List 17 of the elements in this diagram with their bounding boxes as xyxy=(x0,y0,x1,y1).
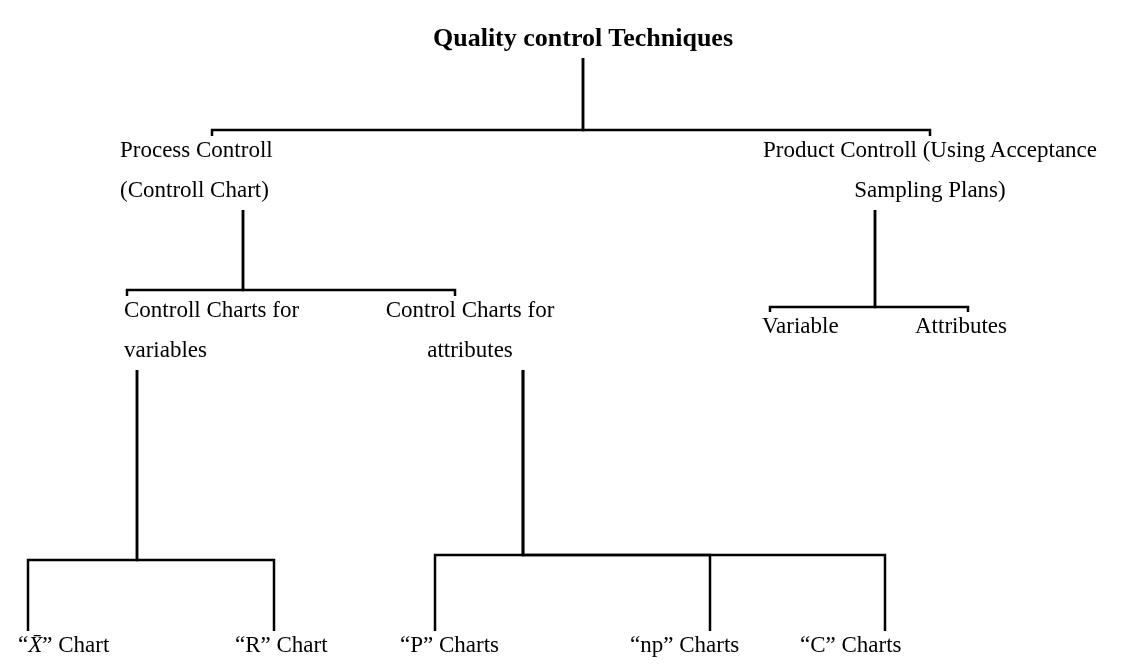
tree-node-label: “np” Charts xyxy=(630,631,741,659)
tree-node-label: Process Controll (Controll Chart) xyxy=(120,136,274,204)
tree-connector xyxy=(135,370,276,631)
tree-node-label: Control Charts for attributes xyxy=(384,296,556,364)
tree-node-label: “X̄” Chart xyxy=(18,631,111,659)
tree-connector xyxy=(873,210,970,312)
tree-node-label: Attributes xyxy=(915,312,1008,340)
tree-connector xyxy=(581,58,932,136)
tree-root-title: Quality control Techniques xyxy=(432,22,734,54)
tree-node-label: “R” Chart xyxy=(235,631,329,659)
tree-connector xyxy=(241,210,457,296)
tree-node-label: Product Controll (Using Acceptance Sampling Plans) xyxy=(761,136,1099,204)
tree-connector xyxy=(521,370,887,631)
tree-node-label: Controll Charts for variables xyxy=(124,296,301,364)
tree-node-label: “C” Charts xyxy=(800,631,903,659)
tree-node-label: “P” Charts xyxy=(400,631,500,659)
tree-node-label: Variable xyxy=(762,312,840,340)
